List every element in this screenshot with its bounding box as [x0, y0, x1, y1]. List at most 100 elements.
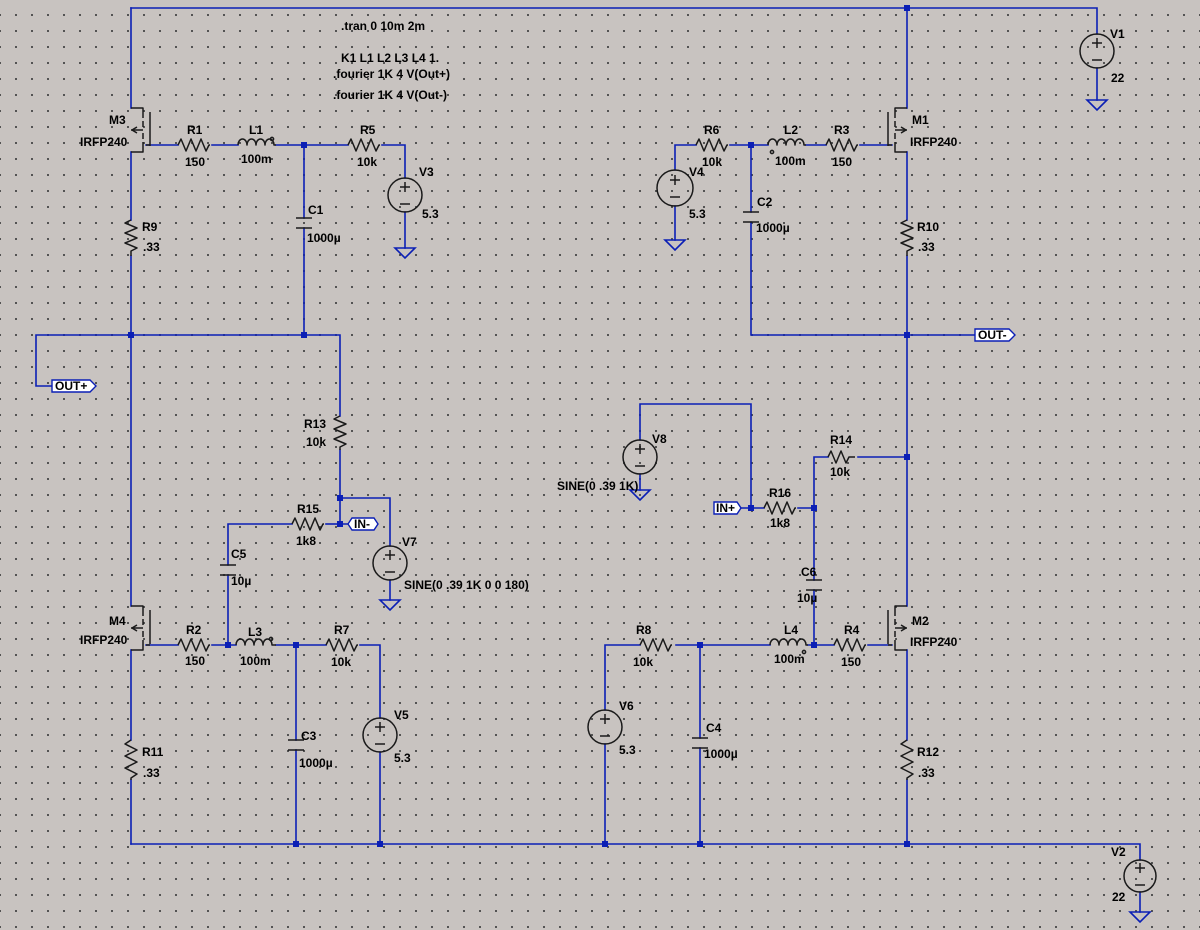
resistor-r4-symbol [833, 638, 866, 652]
m1-value-label: IRFP240 [910, 135, 958, 149]
net-label-out-plus-text: OUT+ [55, 379, 87, 393]
l3-value-label: 100m [240, 654, 271, 668]
r9-name-label: R9 [142, 220, 158, 234]
ground-icon [393, 247, 417, 260]
component-labels: M3 IRFP240 M4 IRFP240 M1 IRFP240 M2 IRFP… [80, 27, 1126, 904]
m4-name-label: M4 [109, 614, 126, 628]
resistor-r7-symbol [325, 638, 358, 652]
r6-name-label: R6 [704, 123, 720, 137]
c3-value-label: 1000µ [299, 756, 333, 770]
r10-name-label: R10 [917, 220, 939, 234]
voltage-source-v5-symbol [362, 717, 398, 753]
wires [35, 7, 1141, 913]
c5-name-label: C5 [231, 547, 247, 561]
v5-name-label: V5 [394, 708, 409, 722]
inductor-l4-symbol [769, 638, 808, 646]
ground-icon [663, 239, 687, 252]
mosfet-m2-symbol [887, 605, 907, 651]
resistor-r10-symbol [900, 219, 914, 256]
r13-name-label: R13 [304, 417, 326, 431]
v4-name-label: V4 [689, 165, 704, 179]
fourier-plus-directive[interactable]: .fourier 1K 4 V(Out+) [333, 67, 450, 81]
capacitor-c3-symbol [288, 739, 304, 751]
voltage-source-v2-symbol [1123, 859, 1157, 893]
voltage-source-v7-symbol [372, 545, 408, 581]
c1-name-label: C1 [308, 203, 324, 217]
inductor-l1-symbol [237, 138, 276, 146]
spice-directives[interactable]: .tran 0 10m 2m K1 L1 L2 L3 L4 1. .fourie… [333, 19, 450, 102]
tran-directive[interactable]: .tran 0 10m 2m [341, 19, 425, 33]
r4-name-label: R4 [844, 623, 860, 637]
capacitor-c6-symbol [806, 579, 822, 591]
resistor-r8-symbol [639, 638, 672, 652]
r15-value-label: 1k8 [296, 534, 316, 548]
r13-value-label: 10k [306, 435, 326, 449]
capacitor-c5-symbol [220, 564, 236, 576]
inductor-symbols[interactable] [235, 136, 808, 655]
v6-value-label: 5.3 [619, 743, 636, 757]
net-labels[interactable]: OUT+ OUT- IN- IN+ [51, 328, 1016, 531]
mosfet-m4-symbol [131, 605, 151, 651]
fourier-minus-directive[interactable]: .fourier 1K 4 V(Out-) [333, 88, 447, 102]
inductor-l2-symbol [767, 138, 806, 146]
v2-name-label: V2 [1111, 845, 1126, 859]
m3-value-label: IRFP240 [80, 135, 128, 149]
voltage-source-v3-symbol [387, 177, 423, 213]
m2-name-label: M2 [912, 614, 929, 628]
m2-value-label: IRFP240 [910, 635, 958, 649]
net-label-in-minus-text: IN- [354, 517, 370, 531]
ground-icon [1128, 911, 1152, 924]
r8-name-label: R8 [636, 623, 652, 637]
v6-name-label: V6 [619, 699, 634, 713]
mosfet-symbols[interactable] [131, 107, 907, 651]
r7-value-label: 10k [331, 655, 351, 669]
m3-name-label: M3 [109, 113, 126, 127]
l4-value-label: 100m [774, 652, 805, 666]
net-label-out-minus-text: OUT- [978, 328, 1007, 342]
voltage-source-symbols[interactable] [362, 33, 1157, 893]
ground-icon [628, 489, 652, 502]
capacitor-c2-symbol [743, 211, 759, 223]
resistor-symbols[interactable] [124, 138, 914, 780]
v3-name-label: V3 [419, 165, 434, 179]
inductor-l3-symbol [235, 638, 276, 646]
v7-value-label: SINE(0 .39 1K 0 0 180) [404, 578, 529, 592]
c6-name-label: C6 [801, 565, 817, 579]
v4-value-label: 5.3 [689, 207, 706, 221]
resistor-r9-symbol [124, 219, 138, 256]
resistor-r14-symbol [827, 450, 855, 464]
resistor-r15-symbol [291, 517, 324, 531]
resistor-r13-symbol [333, 415, 347, 450]
v3-value-label: 5.3 [422, 207, 439, 221]
l2-value-label: 100m [775, 154, 806, 168]
mosfet-m1-symbol [887, 107, 907, 153]
r6-value-label: 10k [702, 155, 722, 169]
r12-value-label: .33 [918, 766, 935, 780]
c1-value-label: 1000µ [307, 231, 341, 245]
r3-value-label: 150 [832, 155, 852, 169]
c2-name-label: C2 [757, 195, 773, 209]
junctions [128, 5, 910, 847]
ground-icon [378, 599, 402, 612]
r11-value-label: .33 [143, 766, 160, 780]
capacitor-symbols[interactable] [220, 211, 822, 751]
v1-value-label: 22 [1111, 71, 1125, 85]
r3-name-label: R3 [834, 123, 850, 137]
v7-name-label: V7 [402, 535, 417, 549]
r14-name-label: R14 [830, 433, 852, 447]
v1-name-label: V1 [1110, 27, 1125, 41]
resistor-r5-symbol [347, 138, 380, 152]
coupling-directive[interactable]: K1 L1 L2 L3 L4 1. [341, 51, 439, 65]
r1-name-label: R1 [187, 123, 203, 137]
net-label-out-minus: OUT- [974, 328, 1016, 342]
c4-name-label: C4 [706, 721, 722, 735]
capacitor-c1-symbol [296, 217, 312, 229]
net-label-in-plus-text: IN+ [716, 501, 735, 515]
voltage-source-v6-symbol [587, 709, 623, 745]
l4-name-label: L4 [784, 623, 798, 637]
l1-value-label: 100m [241, 152, 272, 166]
resistor-r16-symbol [763, 501, 796, 515]
net-label-in-plus: IN+ [713, 501, 742, 515]
voltage-source-v1-symbol [1079, 33, 1115, 69]
